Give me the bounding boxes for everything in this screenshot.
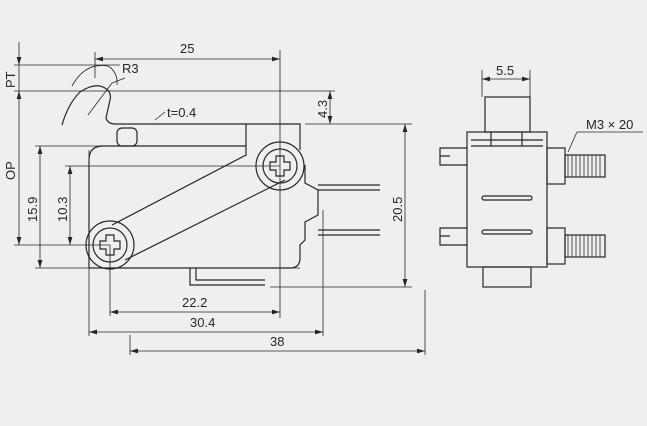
dim-op: OP [3,161,18,180]
dim-r3: R3 [122,61,139,76]
lower-screw-icon [85,220,135,270]
left-screw-heads [439,147,467,246]
threaded-stud-icon [546,147,606,265]
upper-screw-icon [255,141,305,191]
dim-15-9: 15.9 [25,197,40,222]
dim-5-5: 5.5 [496,63,514,78]
switch-side-view [61,65,380,286]
lever-arm [111,124,286,261]
dimension-lines [16,42,643,354]
dim-22-2: 22.2 [182,295,207,310]
dim-30-4: 30.4 [190,315,215,330]
dimension-labels: 25 R3 t=0.4 PT OP 4.3 15.9 10.3 20.5 22.… [3,41,633,349]
terminals [189,184,380,286]
extension-lines [14,50,531,355]
switch-end-view [439,96,606,288]
dim-4-3: 4.3 [315,100,330,118]
radius-arc [71,65,118,87]
dim-thickness: t=0.4 [167,105,196,120]
dim-20-5: 20.5 [390,197,405,222]
dim-25: 25 [180,41,194,56]
lever [61,85,301,150]
dim-38: 38 [270,334,284,349]
actuator-button [116,127,138,147]
screw-spec: M3 × 20 [586,117,633,132]
dim-pt: PT [3,71,18,88]
dim-10-3: 10.3 [55,197,70,222]
